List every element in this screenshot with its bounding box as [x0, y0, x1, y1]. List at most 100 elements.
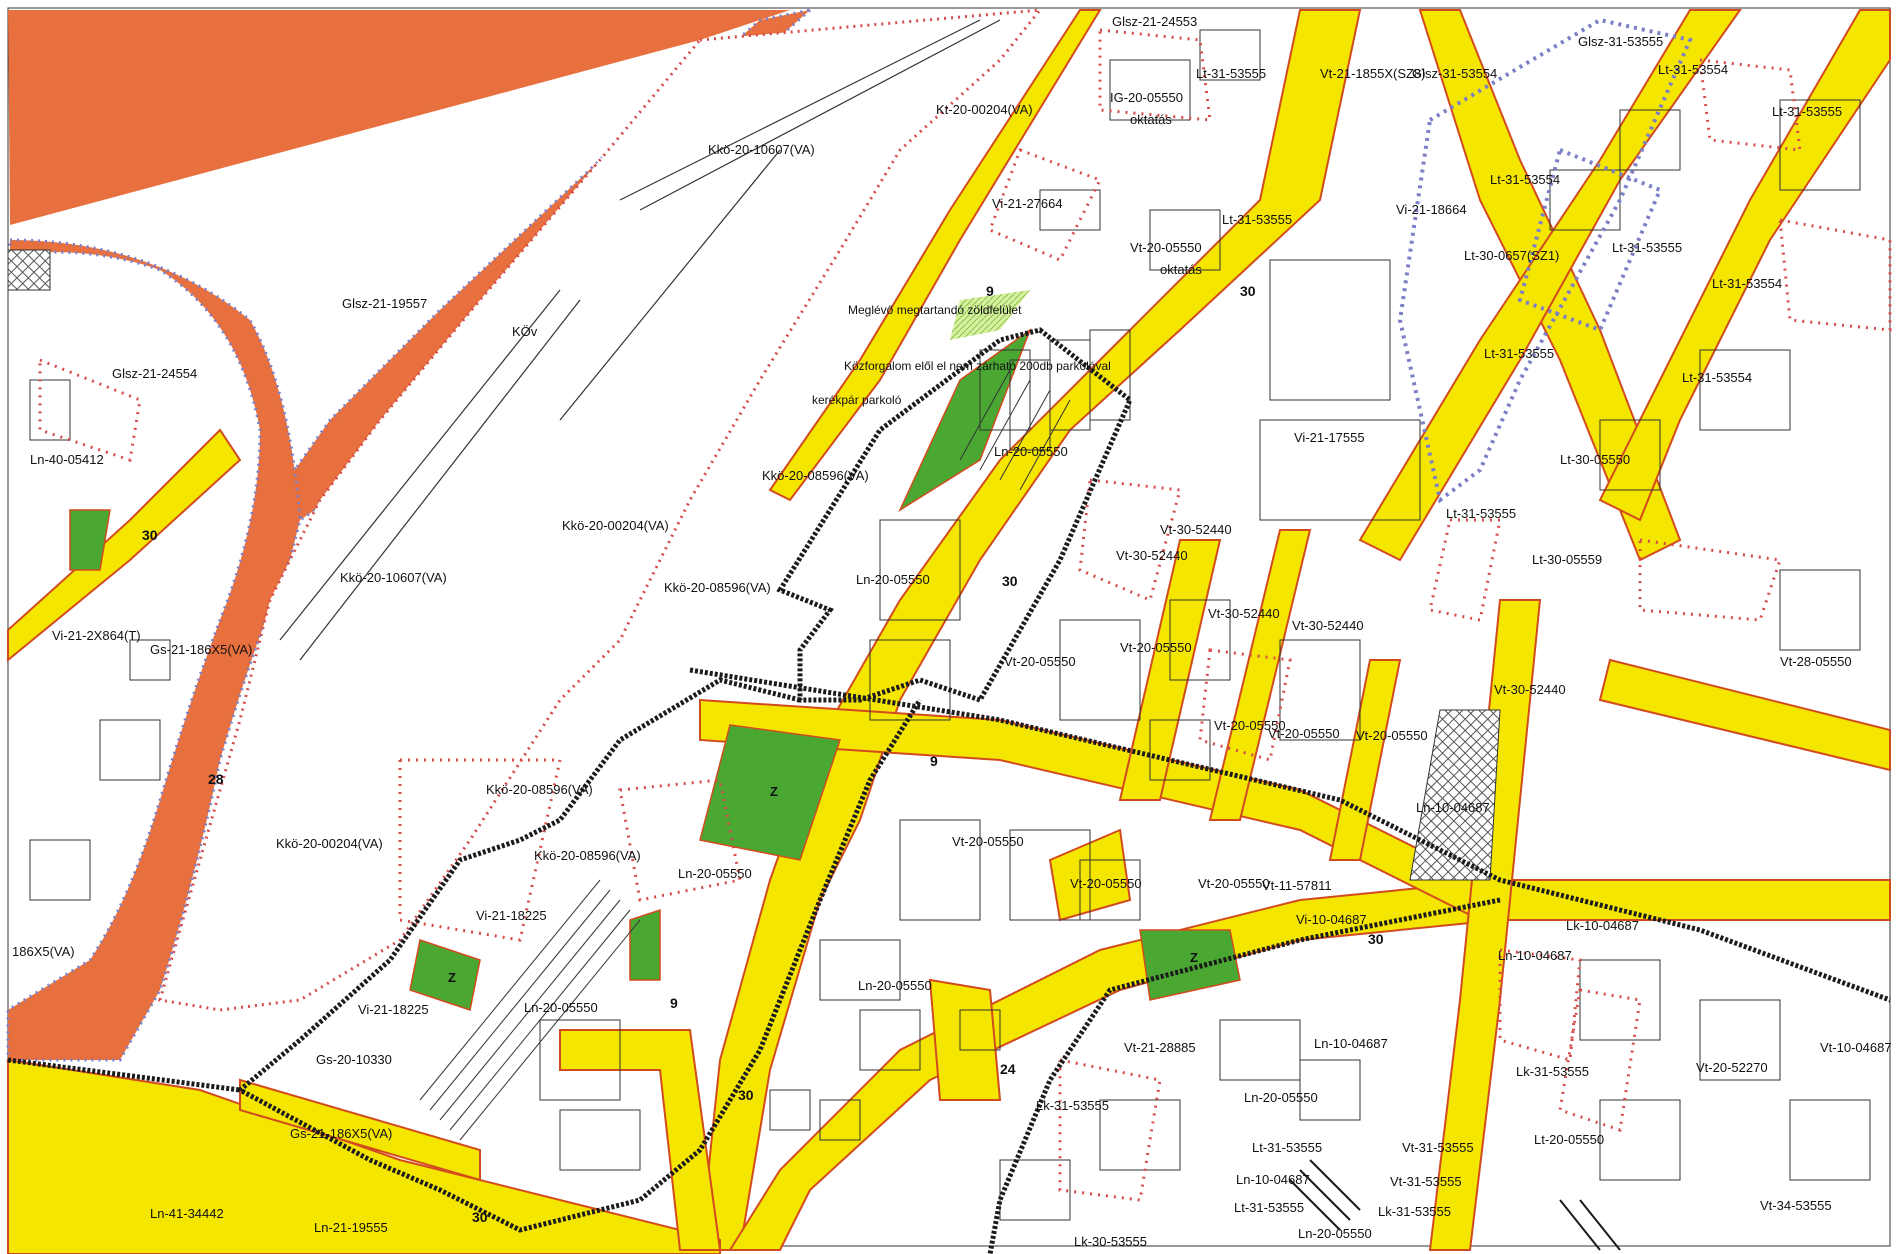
- zone-label: Vt-20-52270: [1696, 1060, 1768, 1075]
- zone-label: Lt-31-53555: [1252, 1140, 1322, 1155]
- building-outlines: [29, 29, 1871, 1221]
- road-number: 30: [472, 1209, 488, 1225]
- road-number: 9: [986, 283, 994, 299]
- zone-label: Vi-10-04687: [1296, 912, 1367, 927]
- road-number: 30: [1002, 573, 1018, 589]
- zone-label: Vt-20-05550: [1198, 876, 1270, 891]
- road-number: 30: [1240, 283, 1256, 299]
- road-numbers: 30 30 30 28 9 9 9 30 30 24 30: [142, 283, 1384, 1225]
- zone-labels: Glsz-21-24553 Lt-31-53555 Vt-21-1855X(SZ…: [12, 14, 1892, 1249]
- zone-label: Lk-10-04687: [1566, 918, 1639, 933]
- green-area-note: Meglévő megtartandó zöldfelület: [848, 303, 1022, 317]
- parking-rows: [419, 369, 1071, 1141]
- zone-label: oktatás: [1160, 262, 1202, 277]
- zone-label: Ln-20-05550: [524, 1000, 598, 1015]
- zone-label: Lk-31-53555: [1036, 1098, 1109, 1113]
- zone-label: Glsz-31-53555: [1578, 34, 1663, 49]
- zone-label: Lt-30-05550: [1560, 452, 1630, 467]
- zone-label: Lt-31-53555: [1234, 1200, 1304, 1215]
- zone-label: Ln-40-05412: [30, 452, 104, 467]
- zone-label: Vt-30-52440: [1292, 618, 1364, 633]
- zone-label: Lt-31-53555: [1446, 506, 1516, 521]
- zone-label: Vt-21-28885: [1124, 1040, 1196, 1055]
- zone-label: oktatás: [1130, 112, 1172, 127]
- roads: [7, 9, 1891, 1254]
- zone-label: Glsz-21-19557: [342, 296, 427, 311]
- zone-label: Vi-21-18664: [1396, 202, 1467, 217]
- zone-label: Ln-41-34442: [150, 1206, 224, 1221]
- zone-label: Vt-21-1855X(SZ8): [1320, 66, 1426, 81]
- zone-label: Lt-31-53554: [1712, 276, 1782, 291]
- zone-label: Kkö-20-00204(VA): [276, 836, 383, 851]
- zone-label: Vt-28-05550: [1780, 654, 1852, 669]
- zone-label: Glsz-31-53554: [1412, 66, 1497, 81]
- zone-label: Lk-30-53555: [1074, 1234, 1147, 1249]
- zone-label: Lt-20-05550: [1534, 1132, 1604, 1147]
- zone-label: Kt-20-00204(VA): [936, 102, 1033, 117]
- zone-label: Lt-31-53555: [1222, 212, 1292, 227]
- zone-label: Lt-31-53555: [1484, 346, 1554, 361]
- zone-label: Gs-20-10330: [316, 1052, 392, 1067]
- zone-label: Vt-31-53555: [1402, 1140, 1474, 1155]
- road-number: 9: [670, 995, 678, 1011]
- road-number: 30: [738, 1087, 754, 1103]
- road-number: 30: [142, 527, 158, 543]
- zone-label: Lt-31-53554: [1658, 62, 1728, 77]
- parking-note: Közforgalom elől el nem zárható 200db pa…: [844, 359, 1111, 373]
- green-mark: Z: [770, 784, 778, 799]
- zone-label: Vt-30-52440: [1116, 548, 1188, 563]
- zone-label: Vi-21-17555: [1294, 430, 1365, 445]
- zone-label: Vt-20-05550: [1214, 718, 1286, 733]
- zone-label: Vt-34-53555: [1760, 1198, 1832, 1213]
- zone-label: Vt-20-05550: [1070, 876, 1142, 891]
- zone-label: Vt-20-05550: [952, 834, 1024, 849]
- zone-label: Lt-31-53554: [1490, 172, 1560, 187]
- zone-label: Lk-31-53555: [1378, 1204, 1451, 1219]
- zone-label: Vi-21-18225: [358, 1002, 429, 1017]
- zone-label: Ln-20-05550: [994, 444, 1068, 459]
- zone-label: Vt-31-53555: [1390, 1174, 1462, 1189]
- railway: [279, 19, 1001, 661]
- zone-label: Kkö-20-10607(VA): [708, 142, 815, 157]
- bike-parking-note: kerékpár parkoló: [812, 393, 902, 407]
- zone-label: Ln-20-05550: [858, 978, 932, 993]
- zone-label: Vt-10-04687: [1820, 1040, 1892, 1055]
- zone-label: Vt-20-05550: [1120, 640, 1192, 655]
- zone-label: Glsz-21-24553: [1112, 14, 1197, 29]
- zone-label: Vi-21-18225: [476, 908, 547, 923]
- zone-label: Kkö-20-08596(VA): [486, 782, 593, 797]
- zone-label: Vt-30-52440: [1494, 682, 1566, 697]
- zone-label: Lt-30-05559: [1532, 552, 1602, 567]
- zone-label: Lk-31-53555: [1516, 1064, 1589, 1079]
- zone-label: Ln-20-05550: [856, 572, 930, 587]
- zone-label: Kkö-20-08596(VA): [534, 848, 641, 863]
- zone-label: Ln-10-04687: [1416, 800, 1490, 815]
- zone-label: Lt-30-0657(SZ1): [1464, 248, 1559, 263]
- road-number: 24: [1000, 1061, 1016, 1077]
- green-areas: [69, 327, 1241, 1011]
- zone-label: Glsz-21-24554: [112, 366, 197, 381]
- zone-label: Vt-11-57811: [1262, 878, 1332, 893]
- road-number: 9: [930, 753, 938, 769]
- zone-label: KÖv: [512, 324, 538, 339]
- zone-label: Vt-20-05550: [1356, 728, 1428, 743]
- zone-label: Vt-30-52440: [1208, 606, 1280, 621]
- zone-label: Kkö-20-10607(VA): [340, 570, 447, 585]
- hatched-area: [1409, 709, 1501, 881]
- zone-label: Gs-21-186X5(VA): [290, 1126, 392, 1141]
- zone-label: Ln-20-05550: [1244, 1090, 1318, 1105]
- zone-label: Ln-20-05550: [1298, 1226, 1372, 1241]
- zone-label: Lt-31-53554: [1682, 370, 1752, 385]
- road-number: 28: [208, 771, 224, 787]
- zone-label: Vt-20-05550: [1130, 240, 1202, 255]
- zone-label: Vt-30-52440: [1160, 522, 1232, 537]
- green-marks: Z Z Z: [448, 784, 1198, 985]
- zone-label: Ln-10-04687: [1314, 1036, 1388, 1051]
- zone-label: Kkö-20-00204(VA): [562, 518, 669, 533]
- zone-label: Ln-20-05550: [678, 866, 752, 881]
- planning-boundary: [7, 327, 1891, 1254]
- green-mark: Z: [1190, 950, 1198, 965]
- zone-label: Vi-21-2X864(T): [52, 628, 141, 643]
- zone-label: Lt-31-53555: [1196, 66, 1266, 81]
